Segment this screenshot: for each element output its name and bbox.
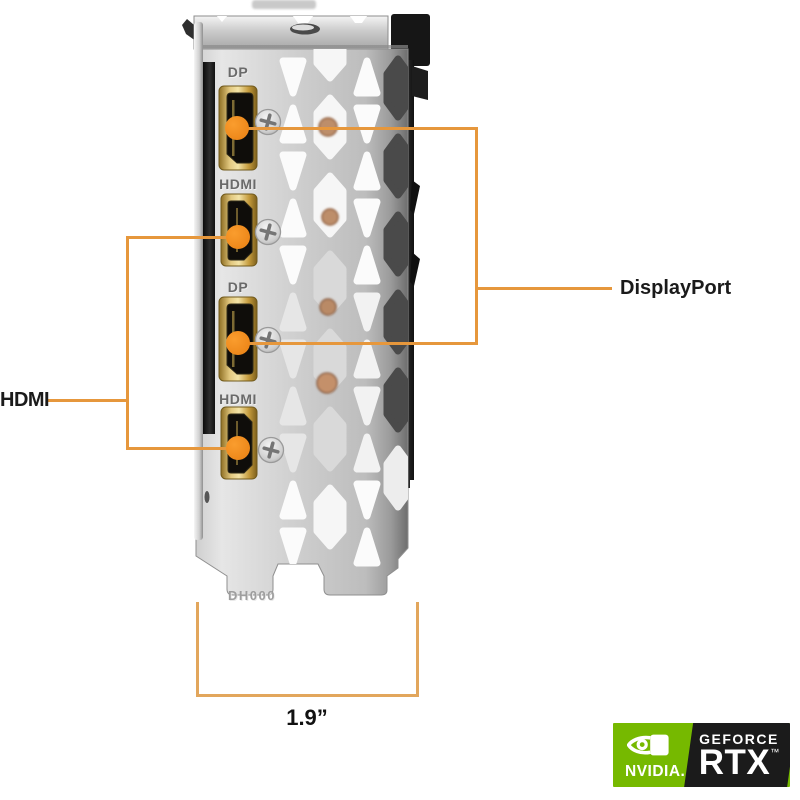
port-label-shadow: DP [229,280,249,296]
hdmi-callout-line-branch [48,398,126,402]
port-label-hdmi-2: HDMI [219,391,257,407]
hdmi-callout-line-bottom [126,446,238,450]
hdmi-callout-line-vertical [126,235,129,450]
displayport-label: DisplayPort [620,277,732,299]
bracket-stamp: DH000 [228,588,276,603]
trademark-symbol: ™ [770,747,780,758]
dimension-line-right [416,602,419,697]
bracket-left-edge [194,22,215,540]
port-label-shadow: HDMI [220,392,258,408]
dimension-line-left [196,602,199,697]
heatpipe-glimpses [316,117,339,394]
nvidia-geforce-rtx-badge: NVIDIA. GEFORCE RTX ™ [613,723,790,787]
case-edge-blur [252,0,316,9]
port-label-shadow: HDMI [220,177,258,193]
hdmi-callout-dot-1 [226,225,250,249]
displayport-callout-dot-1 [225,116,249,140]
vent-holes [279,49,408,567]
bracket-stamp-shadow: DH000 [229,589,277,604]
hdmi-callout-line-top [126,235,238,239]
port-label-dp-1: DP [228,64,248,80]
geforce-label: GEFORCE [699,731,779,748]
port-label-shadow: DP [229,65,249,81]
edge-slot [204,491,210,503]
nvidia-eye-icon [627,734,669,756]
displayport-callout-line-branch [478,286,612,290]
nvidia-wordmark: NVIDIA. [625,763,686,780]
rtx-label: RTX [698,743,771,783]
port-label-dp-2: DP [228,279,248,295]
dimension-line-bottom [196,694,419,697]
displayport-callout-line-vertical [475,126,478,345]
displayport-callout-dot-2 [226,331,250,355]
hdmi-label: HDMI [0,389,50,411]
bracket-top-tab [182,15,408,50]
displayport-callout-line-top [238,126,478,130]
hdmi-callout-dot-2 [226,436,250,460]
displayport-callout-line-bottom [238,341,478,345]
port-label-hdmi-1: HDMI [219,176,257,192]
badge-text: GEFORCE RTX ™ [689,723,789,787]
dimension-label: 1.9” [286,705,328,730]
